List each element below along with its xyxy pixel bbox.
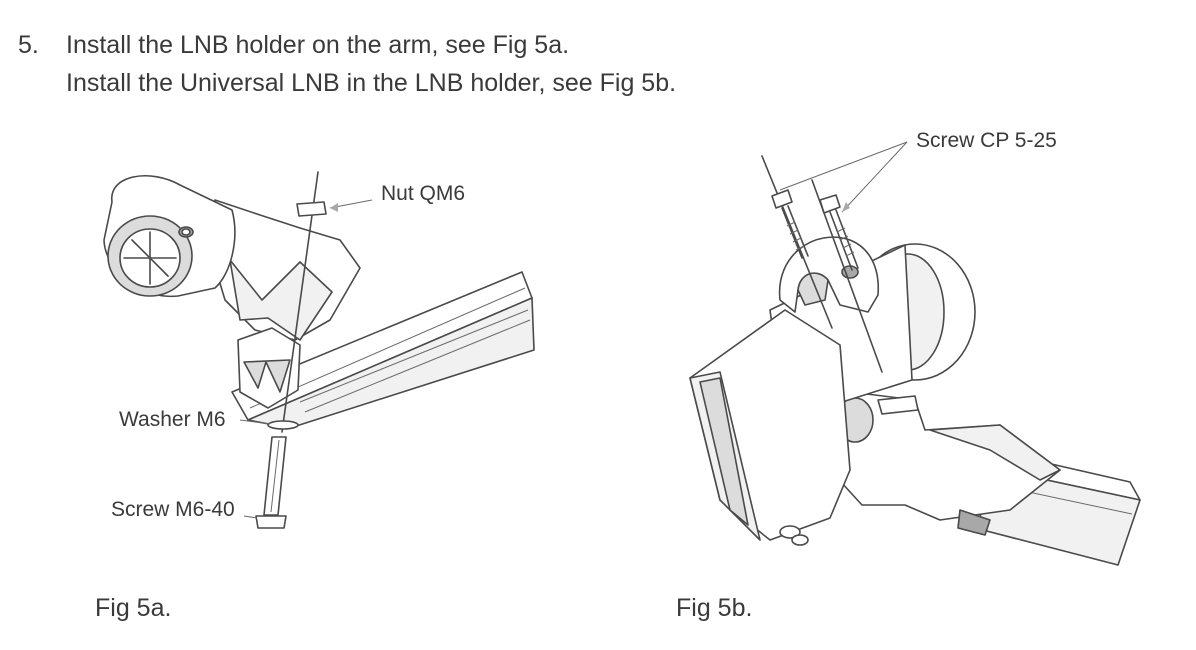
screw-m6-label: Screw M6-40 bbox=[111, 498, 235, 521]
fig-5a-hardware bbox=[239, 171, 373, 529]
screw-cp-label: Screw CP 5-25 bbox=[916, 129, 1057, 152]
lnb-holder bbox=[103, 174, 361, 409]
washer-label: Washer M6 bbox=[119, 408, 226, 431]
universal-lnb bbox=[689, 236, 976, 546]
fig-5b-hardware bbox=[761, 141, 908, 373]
step-lines: Install the LNB holder on the arm, see F… bbox=[66, 26, 676, 102]
step-number: 5. bbox=[18, 31, 39, 59]
fig-5b-caption: Fig 5b. bbox=[676, 594, 753, 622]
step-line-2: Install the Universal LNB in the LNB hol… bbox=[66, 69, 677, 97]
fig-5a-caption: Fig 5a. bbox=[95, 594, 172, 622]
nut-label: Nut QM6 bbox=[381, 182, 466, 205]
step-line-1: Install the LNB holder on the arm, see F… bbox=[66, 31, 570, 59]
